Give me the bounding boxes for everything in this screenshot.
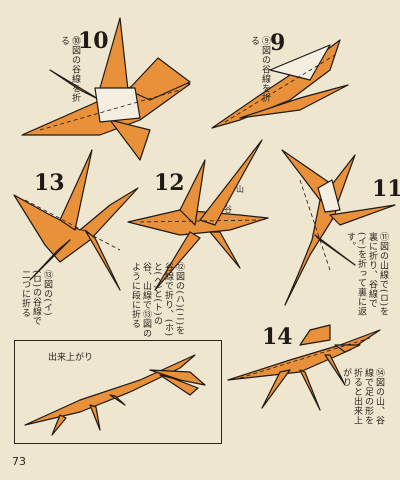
- fold-label-mountain: 山: [236, 185, 244, 194]
- page-number: 73: [12, 455, 26, 468]
- finished-figure: [24, 354, 206, 436]
- step11-figure: [281, 149, 396, 306]
- finished-frame: [14, 340, 222, 444]
- step13-figure: [13, 149, 139, 291]
- step14-caption: ⑭図の山、谷線で足の形を折ると出来上がり: [341, 368, 384, 425]
- step13-caption: ⑬図の(イ)(ロ)の谷線で二つに折る: [20, 270, 52, 326]
- step10-caption: ⓾図の谷線を折る: [59, 36, 80, 103]
- step9-caption: ⑨図の谷線を折る: [249, 36, 270, 103]
- step11-number: 11: [372, 176, 400, 202]
- step11-caption: ⑪図の山線で(ロ)を裏に折り、谷線で(イ)を折って裏に返す。: [345, 232, 388, 317]
- step10-number: 10: [78, 28, 109, 54]
- step9-number: 9: [270, 30, 286, 56]
- step12-caption: ⑫図の(ハ)(ニ)を谷線で折り、(ホ)と(ヘ)と(ト)の谷、山線で⑬図のように段…: [130, 262, 184, 338]
- step14-figure: [227, 324, 381, 411]
- finished-label: 出来上がり: [48, 353, 94, 363]
- fold-label-valley: 谷: [224, 205, 232, 214]
- step12-number: 12: [154, 170, 185, 196]
- step12-figure: [127, 139, 269, 291]
- step10-figure: [21, 17, 191, 161]
- step13-number: 13: [34, 170, 65, 196]
- step14-number: 14: [262, 324, 293, 350]
